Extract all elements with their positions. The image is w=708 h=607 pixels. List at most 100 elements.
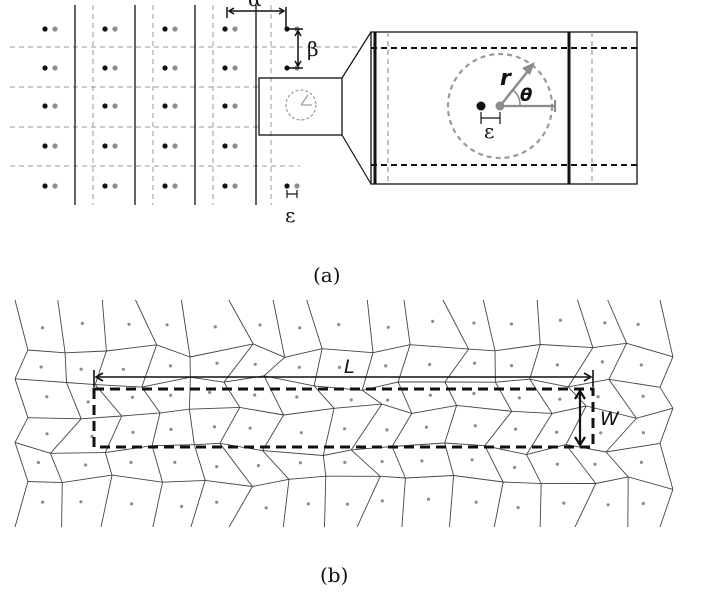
- alpha-label: α: [248, 0, 262, 11]
- voronoi-edge: [219, 443, 253, 487]
- voronoi-edge: [65, 350, 107, 354]
- voronoi-edge: [529, 378, 569, 388]
- caption-a: (a): [313, 263, 341, 287]
- voronoi-edge: [162, 479, 206, 483]
- voronoi-edge: [189, 406, 240, 410]
- voronoi-edge: [361, 389, 383, 405]
- voronoi-edge: [104, 452, 113, 476]
- voronoi-edge: [511, 410, 553, 414]
- caption-b: (b): [320, 563, 349, 587]
- voronoi-edge: [14, 417, 29, 443]
- voronoi-seed: [253, 393, 257, 397]
- selected-cell-circle: [285, 89, 317, 121]
- voronoi-edge: [605, 451, 629, 478]
- voronoi-seed: [39, 365, 43, 369]
- lattice-gray-dot: [52, 103, 58, 109]
- voronoi-edge: [239, 406, 284, 416]
- voronoi-edge: [188, 377, 191, 410]
- voronoi-seed: [215, 361, 219, 365]
- voronoi-seed: [180, 504, 184, 508]
- voronoi-edge: [493, 481, 504, 528]
- voronoi-edge: [444, 381, 458, 406]
- lattice-black-dot: [42, 143, 48, 149]
- voronoi-edge: [366, 299, 374, 353]
- lattice-gray-dot: [172, 183, 178, 189]
- lattice-gray-dot: [52, 26, 58, 32]
- voronoi-edge: [391, 446, 406, 479]
- voronoi-seed: [599, 431, 603, 435]
- voronoi-seed: [345, 502, 350, 506]
- beta-dimension: [287, 28, 303, 69]
- voronoi-edge: [628, 476, 674, 490]
- voronoi-seed: [45, 432, 49, 436]
- voronoi-seed: [431, 319, 435, 323]
- voronoi-edge: [659, 408, 674, 444]
- lattice-gray-dot: [232, 183, 238, 189]
- voronoi-edge: [536, 299, 541, 345]
- voronoi-edge: [350, 403, 383, 451]
- voronoi-edge: [14, 349, 29, 379]
- voronoi-edge: [456, 404, 512, 412]
- voronoi-seed: [41, 500, 45, 504]
- voronoi-edge: [253, 343, 285, 358]
- voronoi-edge: [444, 405, 458, 444]
- voronoi-edge: [484, 411, 513, 446]
- voronoi-edge: [205, 479, 253, 487]
- voronoi-edge: [141, 376, 191, 388]
- voronoi-seed: [306, 502, 310, 506]
- lattice-black-dot: [102, 183, 108, 189]
- voronoi-seed: [215, 500, 219, 504]
- voronoi-seed: [84, 463, 88, 467]
- voronoi-edge: [605, 417, 637, 453]
- voronoi-edge: [228, 486, 253, 528]
- voronoi-edge: [223, 343, 254, 383]
- voronoi-seed: [558, 397, 562, 401]
- voronoi-seed: [470, 458, 474, 462]
- voronoi-seed: [130, 395, 135, 399]
- length-dimension: [93, 370, 594, 387]
- voronoi-edge: [219, 442, 263, 452]
- voronoi-seed: [213, 325, 217, 329]
- voronoi-edge: [529, 378, 553, 414]
- voronoi-edge: [62, 474, 113, 484]
- voronoi-edge: [324, 476, 327, 528]
- lattice-black-dot: [222, 143, 228, 149]
- voronoi-edge: [27, 481, 63, 484]
- voronoi-edge: [405, 475, 454, 479]
- lattice-gray-dot: [52, 143, 58, 149]
- voronoi-edge: [361, 352, 374, 391]
- voronoi-seed: [424, 425, 429, 429]
- voronoi-edge: [189, 343, 254, 358]
- lattice-gray-dot: [172, 65, 178, 71]
- voronoi-seed: [558, 318, 563, 322]
- voronoi-seed: [337, 365, 342, 369]
- voronoi-edge: [659, 356, 674, 388]
- voronoi-edge: [322, 455, 327, 477]
- voronoi-edge: [391, 413, 413, 447]
- voronoi-edge: [495, 378, 530, 383]
- voronoi-edge: [94, 350, 107, 385]
- voronoi-edge: [411, 404, 457, 414]
- voronoi-seed: [513, 427, 518, 431]
- lattice-gray-dot: [172, 26, 178, 32]
- voronoi-edge: [156, 344, 191, 358]
- selected-cell-radius: [300, 94, 309, 106]
- voronoi-edge: [262, 450, 324, 456]
- voronoi-seed: [169, 427, 173, 431]
- voronoi-edge: [574, 483, 597, 528]
- lattice-black-dot: [162, 143, 168, 149]
- voronoi-seed: [40, 326, 45, 330]
- voronoi-edge: [101, 299, 107, 352]
- voronoi-seed: [168, 364, 173, 368]
- lattice-black-dot: [42, 103, 48, 109]
- lattice-black-dot: [284, 183, 290, 189]
- voronoi-edge: [283, 407, 335, 416]
- voronoi-edge: [252, 478, 290, 487]
- voronoi-edge: [444, 442, 455, 476]
- voronoi-cells: [14, 299, 674, 528]
- voronoi-edge: [482, 299, 496, 351]
- voronoi-seed: [295, 395, 299, 399]
- voronoi-seed: [513, 465, 517, 470]
- selected-cell-box: [258, 77, 343, 136]
